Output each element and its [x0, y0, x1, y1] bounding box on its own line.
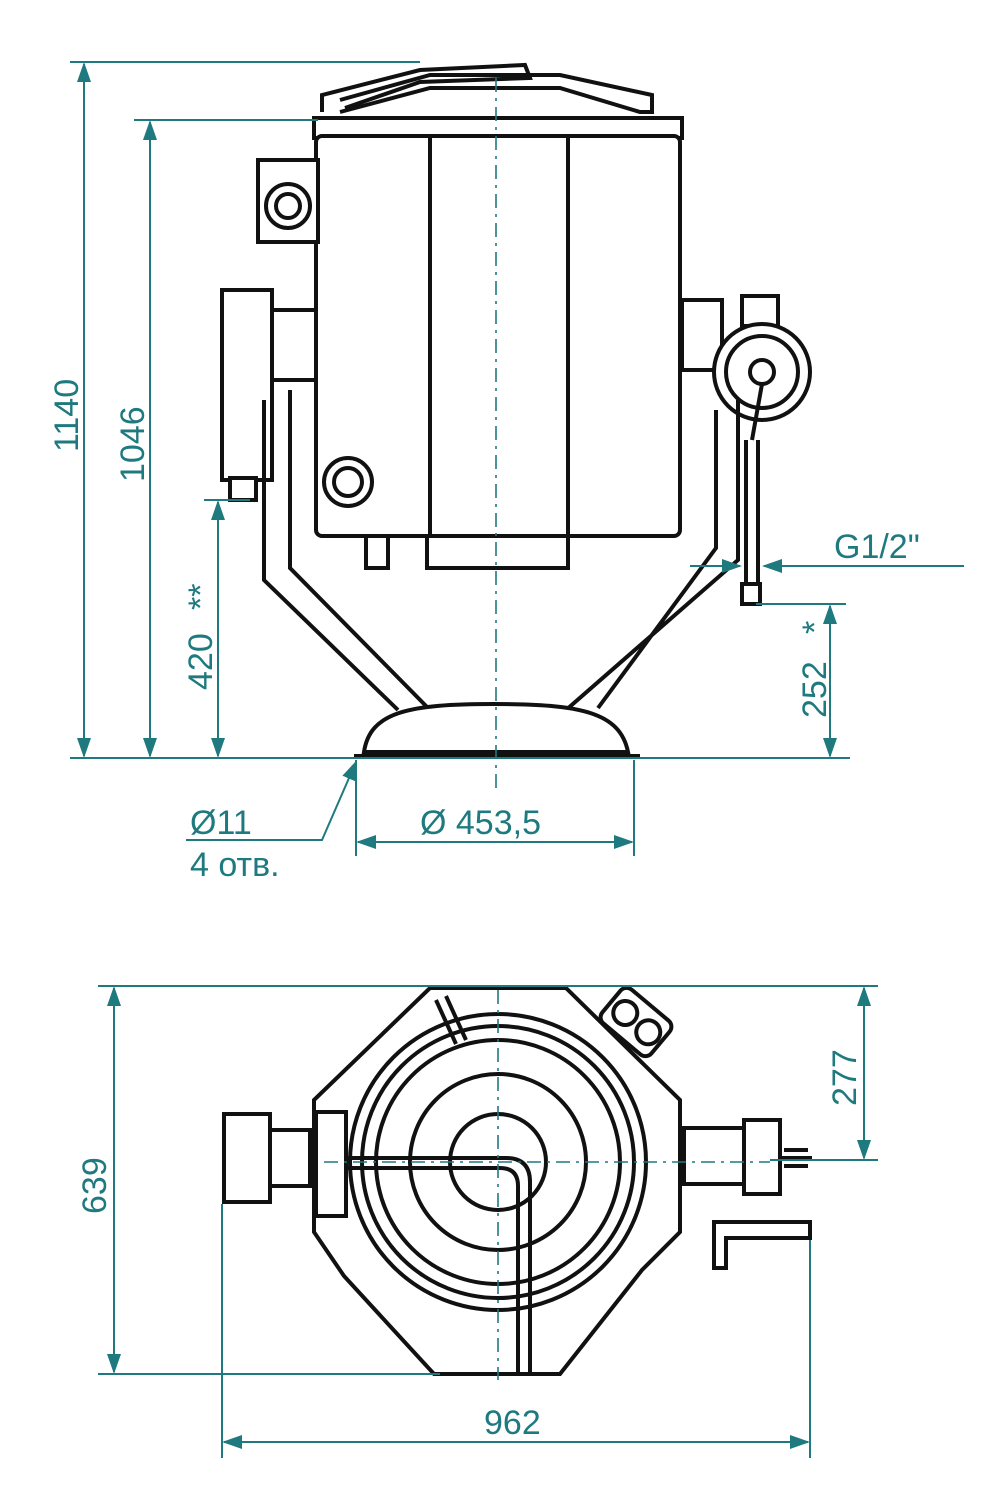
overall-height-label: 1140 — [48, 379, 86, 452]
offset-label: 277 — [826, 1049, 864, 1106]
tap-height-mark: * — [796, 621, 834, 634]
left-control-box — [222, 1112, 272, 1204]
tap-height-label: 252 — [796, 661, 834, 718]
drain-height-mark: ** — [182, 584, 220, 610]
lever — [434, 995, 468, 1045]
control-box — [220, 158, 320, 502]
base-dia-label: Ø 453,5 — [420, 804, 541, 842]
depth-label: 639 — [76, 1157, 114, 1214]
top-dimensions: 639 277 962 — [76, 985, 878, 1458]
tank-body — [314, 134, 682, 570]
body-height-label: 1046 — [114, 406, 152, 482]
front-view — [220, 62, 812, 790]
lid — [312, 62, 684, 140]
motor — [598, 985, 674, 1059]
octagon-frame — [312, 986, 682, 1376]
right-wheel-assembly — [682, 1126, 746, 1186]
handwheel — [680, 294, 812, 606]
hole-leader — [186, 760, 357, 841]
front-dimensions: 1140 1046 420 ** 252 * G1/2" Ø11 4 отв. … — [48, 61, 964, 884]
hole-count-label: 4 отв. — [190, 846, 280, 884]
width-label: 962 — [484, 1404, 541, 1442]
thread-label: G1/2" — [834, 528, 920, 566]
hole-dia-label: Ø11 — [190, 804, 252, 842]
drain-height-label: 420 — [182, 633, 220, 690]
top-view — [222, 985, 812, 1380]
pipe — [340, 1156, 532, 1372]
